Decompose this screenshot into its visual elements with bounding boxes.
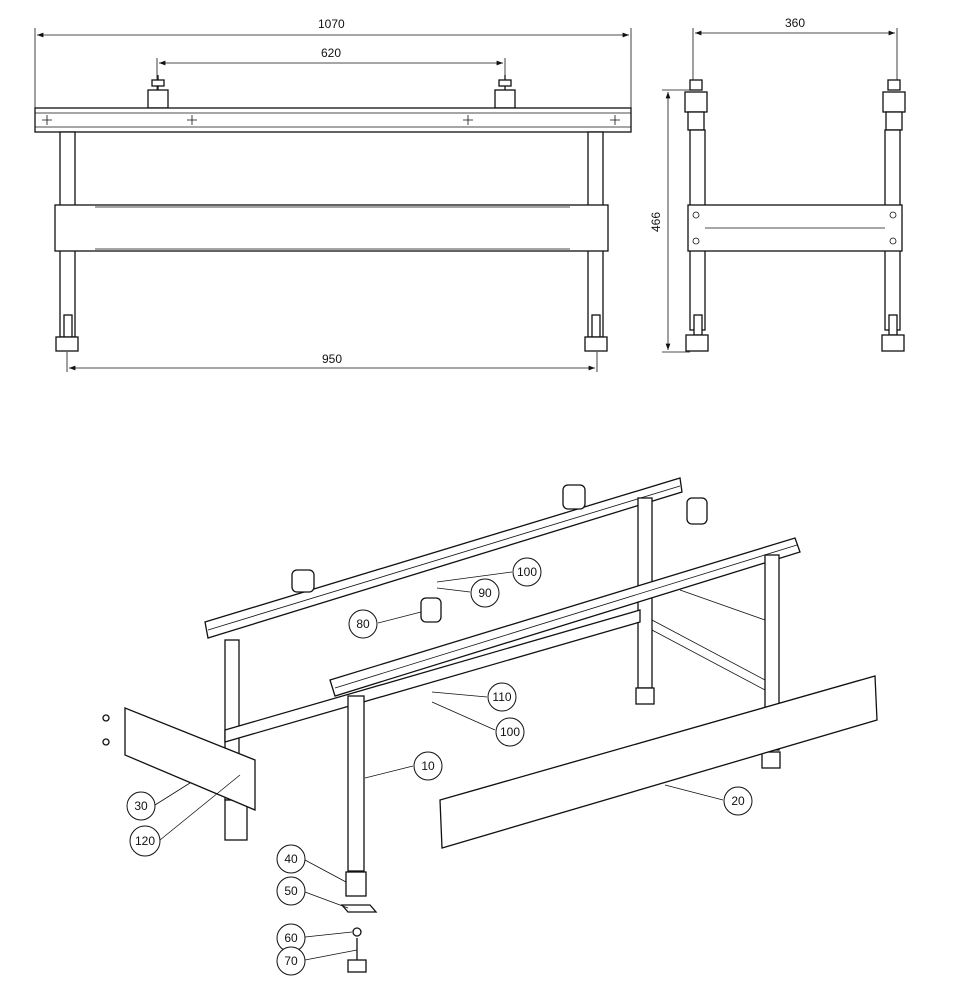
balloon-10: 10 (364, 751, 443, 781)
leg-10 (347, 695, 365, 872)
dimension-height: 466 (649, 212, 663, 232)
balloon-70: 70 (276, 946, 358, 976)
dimension-overall: 1070 (318, 17, 345, 31)
dimension-mount-spacing: 620 (321, 46, 341, 60)
foot-right (584, 336, 608, 352)
svg-text:20: 20 (731, 794, 745, 808)
side-view: 360 466 (649, 16, 906, 353)
balloon-80: 80 (348, 609, 422, 639)
balloon-100-top: 100 (436, 557, 542, 587)
svg-text:100: 100 (517, 565, 537, 579)
svg-text:110: 110 (492, 690, 511, 704)
balloon-90: 90 (436, 578, 500, 608)
balloon-110: 110 (431, 682, 517, 712)
svg-text:40: 40 (284, 852, 298, 866)
dimension-width: 360 (785, 16, 805, 30)
cross-beam (54, 204, 609, 252)
svg-text:100: 100 (500, 725, 520, 739)
side-panel-30 (124, 707, 256, 811)
svg-text:120: 120 (135, 834, 155, 848)
dimension-leg-spacing: 950 (322, 352, 342, 366)
svg-text:10: 10 (421, 759, 435, 773)
svg-text:50: 50 (284, 884, 298, 898)
svg-text:30: 30 (134, 799, 148, 813)
exploded-view: 100 90 80 110 100 10 30 120 20 40 50 60 … (102, 477, 878, 976)
foot-left (55, 336, 79, 352)
vibration-mount-right (494, 75, 516, 109)
balloon-120: 120 (129, 774, 241, 857)
balloon-50: 50 (276, 876, 349, 909)
svg-text:60: 60 (284, 931, 298, 945)
balloon-60: 60 (276, 923, 353, 953)
top-rail (34, 107, 632, 133)
svg-text:70: 70 (284, 954, 298, 968)
balloon-100-bottom: 100 (431, 701, 525, 747)
front-view: 1070 620 950 (34, 17, 632, 372)
svg-text:90: 90 (478, 586, 492, 600)
svg-text:80: 80 (356, 617, 370, 631)
balloon-20: 20 (664, 784, 753, 816)
balloon-30: 30 (126, 782, 191, 821)
balloon-40: 40 (276, 844, 347, 883)
vibration-mount-left (147, 75, 169, 109)
